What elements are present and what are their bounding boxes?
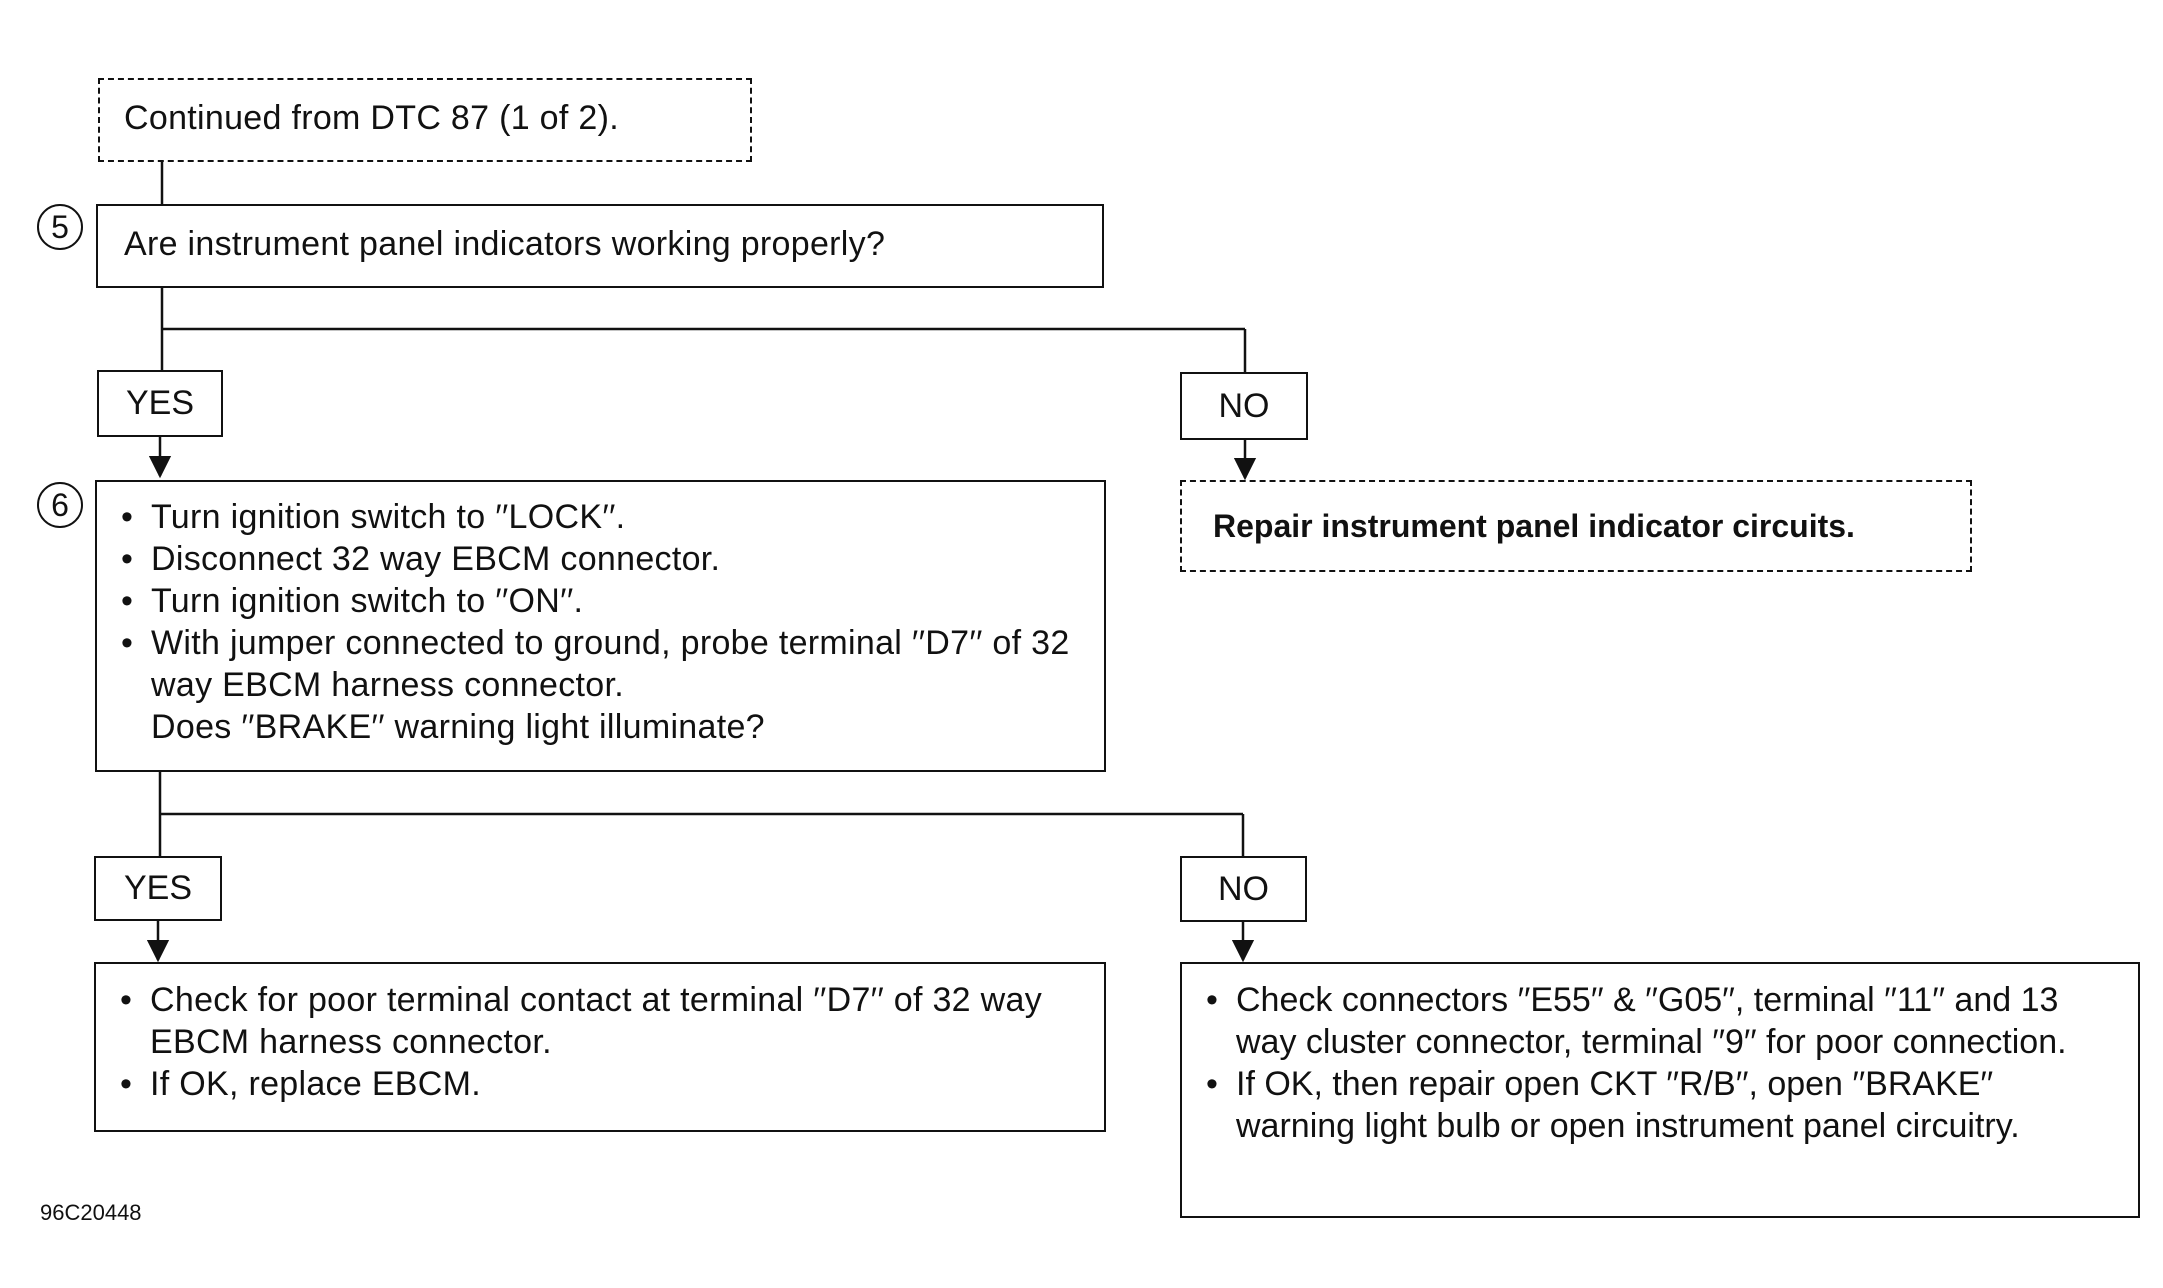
step5-question-box: Are instrument panel indicators working … [96, 204, 1104, 288]
step6-no-action: Check connectors ′′E55′′ & ′′G05′′, term… [1206, 979, 2114, 1063]
step6-no-action-list: Check connectors ′′E55′′ & ′′G05′′, term… [1206, 979, 2114, 1147]
step5-yes-label: YES [97, 370, 223, 437]
step5-no-label: NO [1180, 372, 1308, 440]
step6-yes-action: Check for poor terminal contact at termi… [120, 979, 1080, 1063]
step6-instruction: Turn ignition switch to ′′LOCK′′. [121, 496, 1080, 538]
step6-yes-label: YES [94, 856, 222, 921]
figure-id: 96C20448 [40, 1200, 142, 1225]
step6-no-label: NO [1180, 856, 1307, 922]
step6-yes-action-box: Check for poor terminal contact at termi… [94, 962, 1106, 1132]
step5-question: Are instrument panel indicators working … [124, 225, 886, 263]
step6-yes-action: If OK, replace EBCM. [120, 1063, 1080, 1105]
step-number-5: 5 [37, 204, 83, 250]
start-text: Continued from DTC 87 (1 of 2). [124, 99, 619, 137]
step6-instructions-box: Turn ignition switch to ′′LOCK′′. Discon… [95, 480, 1106, 772]
step-number-6: 6 [37, 482, 83, 528]
step6-instruction: Turn ignition switch to ′′ON′′. [121, 580, 1080, 622]
step5-no-action-box: Repair instrument panel indicator circui… [1180, 480, 1972, 572]
step6-question: Does ′′BRAKE′′ warning light illuminate? [151, 708, 765, 746]
step6-instruction: Disconnect 32 way EBCM connector. [121, 538, 1080, 580]
step6-no-action-box: Check connectors ′′E55′′ & ′′G05′′, term… [1180, 962, 2140, 1218]
step6-yes-action-list: Check for poor terminal contact at termi… [120, 979, 1080, 1105]
step6-instruction: With jumper connected to ground, probe t… [121, 622, 1080, 706]
step6-instruction-list: Turn ignition switch to ′′LOCK′′. Discon… [121, 496, 1080, 748]
step6-no-action: If OK, then repair open CKT ′′R/B′′, ope… [1206, 1063, 2114, 1147]
step5-no-action: Repair instrument panel indicator circui… [1213, 508, 1855, 544]
start-box: Continued from DTC 87 (1 of 2). [98, 78, 752, 162]
